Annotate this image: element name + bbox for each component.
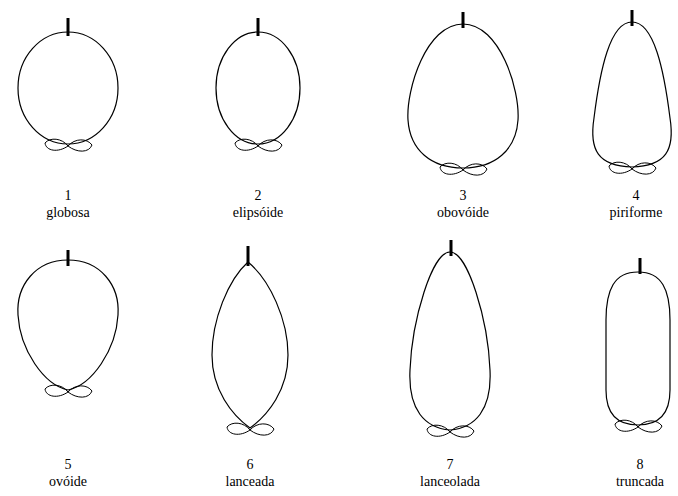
fruit-calyx	[427, 425, 474, 437]
fruit-stem	[631, 10, 634, 26]
shape-number: 1	[65, 188, 72, 204]
fruit-stem	[450, 240, 453, 256]
shape-number: 5	[65, 457, 72, 473]
shape-name: lanceolada	[420, 474, 480, 490]
fruit-outline	[593, 22, 672, 167]
shape-name: ovóide	[49, 474, 87, 490]
fruit-outline	[18, 260, 118, 390]
shape-number: 8	[637, 457, 644, 473]
shape-number: 2	[255, 188, 262, 204]
fruit-stem	[67, 18, 70, 36]
fruit-stem	[462, 12, 465, 28]
fruit-outline	[606, 272, 670, 425]
fruit-calyx	[227, 423, 274, 435]
shape-name: elipsóide	[233, 205, 284, 221]
fruit-stem	[257, 18, 260, 36]
shape-name: truncada	[616, 474, 664, 490]
fruit-calyx	[45, 139, 92, 151]
fruit-calyx	[609, 162, 656, 174]
fruit-stem	[639, 258, 642, 274]
shape-name: piriforme	[610, 205, 663, 221]
fruit-outline	[410, 252, 490, 430]
fruit-outline	[216, 32, 300, 144]
shape-number: 4	[633, 188, 640, 204]
fruit-calyx	[45, 385, 92, 397]
shape-number: 6	[247, 457, 254, 473]
fruit-stem	[67, 250, 70, 266]
shape-number: 3	[460, 188, 467, 204]
fruit-calyx	[235, 139, 282, 151]
shape-name: obovóide	[437, 205, 489, 221]
fruit-outline	[212, 262, 288, 428]
fruit-outline	[18, 32, 118, 144]
shape-name: globosa	[46, 205, 90, 221]
fruit-outline	[408, 24, 518, 168]
shape-name: lanceada	[226, 474, 275, 490]
fruit-calyx	[440, 163, 487, 175]
shape-number: 7	[447, 457, 454, 473]
fruit-stem	[247, 246, 250, 266]
fruit-calyx	[615, 420, 662, 432]
